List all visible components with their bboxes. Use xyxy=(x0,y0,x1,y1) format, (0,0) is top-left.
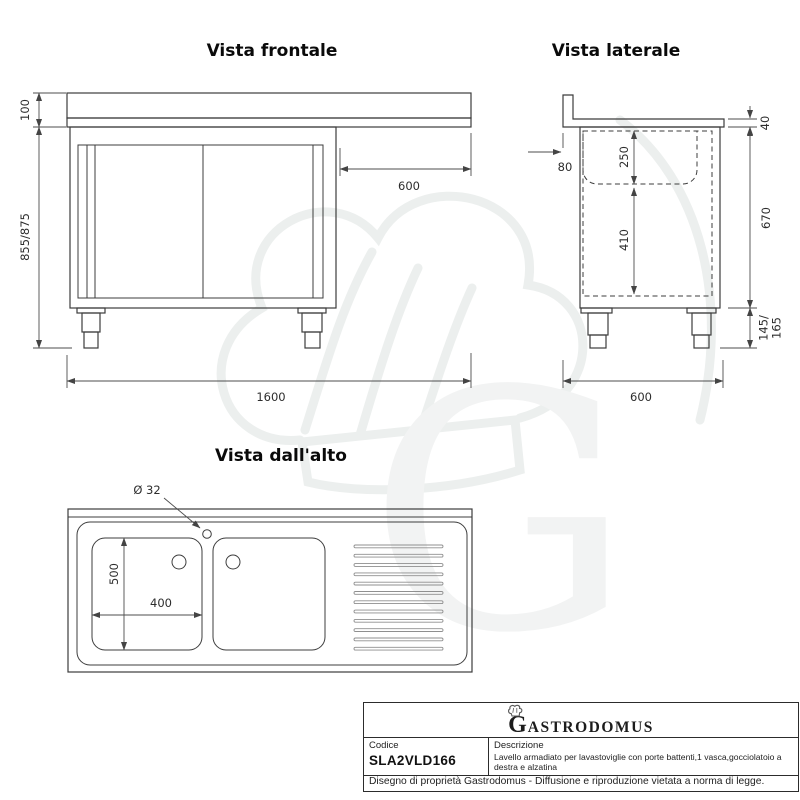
top-basin-right xyxy=(212,537,326,651)
side-view-title: Vista laterale xyxy=(551,41,681,61)
front-view-title: Vista frontale xyxy=(206,41,338,61)
brand-logo-initial: G xyxy=(508,712,528,738)
top-outer-rect xyxy=(67,508,473,673)
brand-logo: GASTRODOMUS xyxy=(364,703,798,738)
front-view-dimensions xyxy=(33,92,472,388)
side-left-leg xyxy=(580,307,613,349)
top-bowl-area xyxy=(76,521,468,666)
side-sink-dashed xyxy=(582,130,698,185)
copyright-text: Disegno di proprietà Gastrodomus - Diffu… xyxy=(369,776,765,787)
dim-label-body-height: 670 xyxy=(759,207,773,229)
dim-label-back-offset: 80 xyxy=(557,160,573,174)
dim-label-depth: 600 xyxy=(630,390,652,404)
top-tap-hole xyxy=(202,529,212,539)
description-label: Descrizione xyxy=(494,740,544,751)
chef-hat-icon xyxy=(508,704,523,717)
side-interior-dashed xyxy=(582,130,713,297)
dim-label-top-thickness: 40 xyxy=(758,115,772,131)
top-drain-right xyxy=(225,554,241,570)
dim-label-overhang: 600 xyxy=(398,179,420,193)
front-door-field xyxy=(77,144,324,299)
top-view-drawing xyxy=(67,508,473,673)
dim-label-sink-depth: 250 xyxy=(617,146,631,168)
dim-label-legs-line1: 145/ xyxy=(756,315,771,341)
front-worktop xyxy=(66,92,472,119)
brand-logo-text: ASTRODOMUS xyxy=(527,719,654,736)
front-left-foot xyxy=(76,307,106,349)
code-label: Codice xyxy=(369,740,399,751)
dim-label-basin-depth: 500 xyxy=(107,563,121,585)
description-cell: Descrizione Lavello armadiato per lavast… xyxy=(488,738,798,775)
code-value: SLA2VLD166 xyxy=(369,753,457,768)
side-right-leg xyxy=(686,307,717,349)
dim-label-total-height: 855/875 xyxy=(18,213,32,261)
side-cabinet-body xyxy=(579,126,721,309)
front-right-foot xyxy=(297,307,327,349)
side-view-dimensions xyxy=(528,106,757,388)
dim-label-legs: 145/165 xyxy=(756,315,783,341)
dim-hole-leader xyxy=(163,497,201,529)
dim-label-basin-width: 400 xyxy=(150,596,172,610)
dim-label-width: 1600 xyxy=(256,390,286,404)
dim-label-alzatina-height: 100 xyxy=(18,99,32,121)
watermark-letter: G xyxy=(368,321,632,705)
description-value: Lavello armadiato per lavastoviglie con … xyxy=(494,752,782,773)
front-cabinet-body xyxy=(69,126,337,309)
top-drain-left xyxy=(171,554,187,570)
dim-label-legs-line2: 165 xyxy=(769,317,783,339)
copyright-row: Disegno di proprietà Gastrodomus - Diffu… xyxy=(364,774,798,791)
side-worktop-splashback xyxy=(562,94,725,128)
title-block: GASTRODOMUS Codice SLA2VLD166 Descrizion… xyxy=(363,702,799,792)
top-basin-left xyxy=(91,537,203,651)
side-view-drawing xyxy=(562,94,725,349)
top-view-dimensions xyxy=(91,497,203,651)
top-view-title: Vista dall'alto xyxy=(215,446,347,466)
dim-label-drain-hole: Ø 32 xyxy=(133,483,161,497)
front-worktop-edge xyxy=(66,117,472,128)
front-view-drawing xyxy=(66,92,472,349)
code-cell: Codice SLA2VLD166 xyxy=(364,738,488,775)
top-drainer-ribs xyxy=(353,544,444,651)
dim-label-under-sink: 410 xyxy=(617,229,631,251)
